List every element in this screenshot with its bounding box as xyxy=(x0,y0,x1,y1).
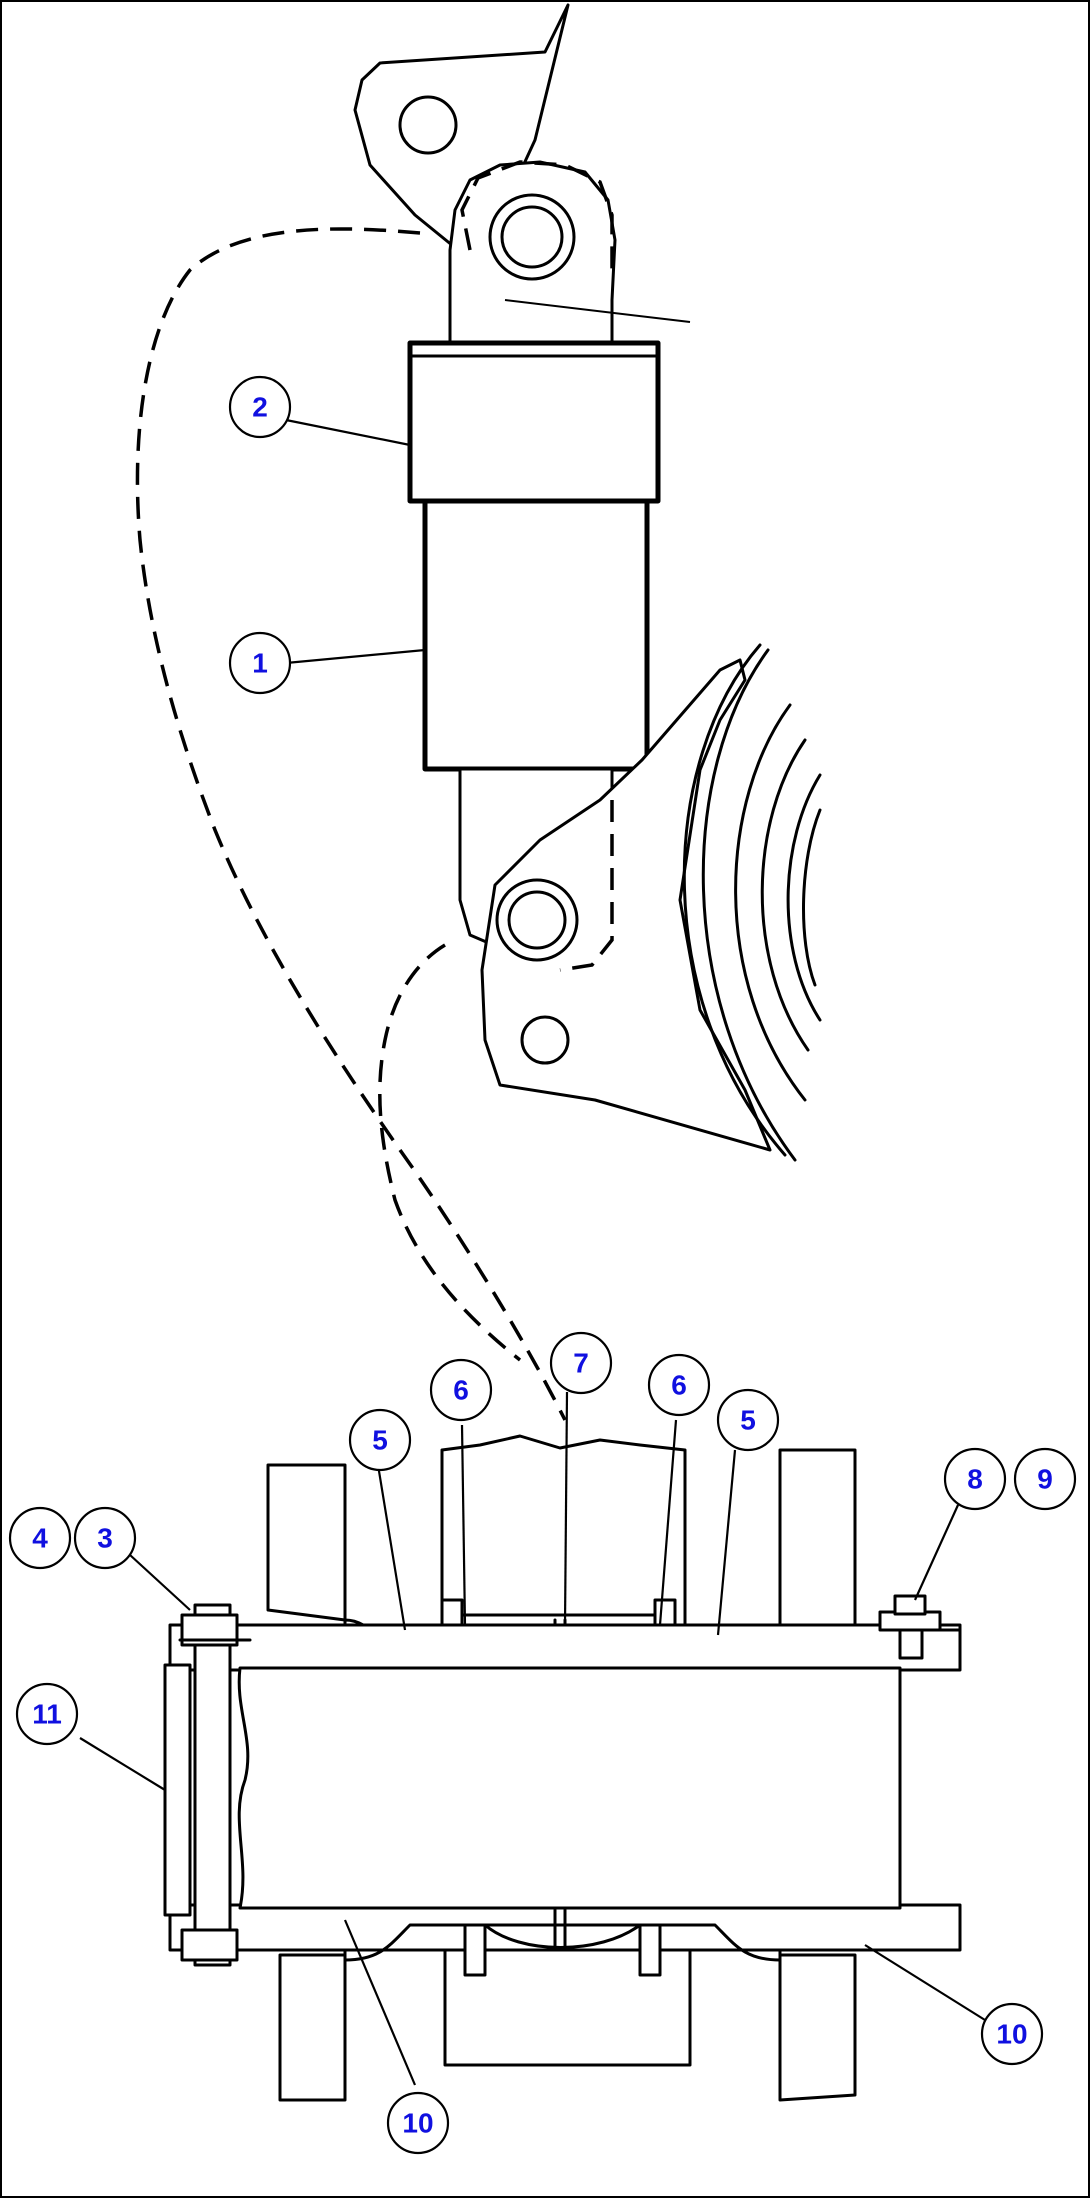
spacer-bottom xyxy=(483,1923,642,1949)
leader-10b xyxy=(864,1944,986,2021)
bracket-hole xyxy=(398,95,458,155)
callout-7-label: 7 xyxy=(573,1348,589,1379)
hub-left-bottom xyxy=(343,1923,472,1962)
callout-8-label: 8 xyxy=(967,1464,983,1495)
lower-pivot-section xyxy=(163,1434,962,2102)
leader-6b xyxy=(658,1419,678,1626)
seal-left-bottom-front xyxy=(463,1923,487,1977)
callout-8: 8 xyxy=(943,1447,1007,1511)
hub-right-bottom xyxy=(653,1923,782,1962)
leader-5b xyxy=(716,1449,737,1636)
lower-pin-outer xyxy=(495,878,579,962)
callout-3-label: 3 xyxy=(97,1523,113,1554)
callout-5b-label: 5 xyxy=(740,1405,756,1436)
blade-arc-3 xyxy=(734,703,807,1102)
callout-6a-label: 6 xyxy=(453,1375,469,1406)
callout-9: 9 xyxy=(1013,1447,1077,1511)
leader-8 xyxy=(913,1504,960,1601)
callout-9-label: 9 xyxy=(1037,1464,1053,1495)
callout-1: 1 xyxy=(228,631,292,695)
callout-10b-label: 10 xyxy=(996,2019,1027,2050)
callout-4: 4 xyxy=(8,1506,72,1570)
upper-edge-line xyxy=(504,299,691,323)
callout-5b: 5 xyxy=(716,1388,780,1452)
right-bolt-top xyxy=(893,1594,927,1616)
right-upright-bottom xyxy=(778,1953,857,2102)
callout-2-label: 2 xyxy=(252,392,268,423)
rod-eye-upper-outline xyxy=(460,160,614,270)
callout-6b-label: 6 xyxy=(671,1370,687,1401)
leader-lines xyxy=(79,418,986,2086)
leader-5a xyxy=(376,1464,407,1631)
right-bolt-shank xyxy=(898,1628,924,1660)
retainer-plate xyxy=(163,1663,192,1917)
dashed-hose-right xyxy=(378,943,522,1362)
callout-3: 3 xyxy=(73,1506,137,1570)
callout-6b: 6 xyxy=(647,1353,711,1417)
callout-10a-label: 10 xyxy=(402,2108,433,2139)
callout-11-label: 11 xyxy=(32,1699,62,1730)
cylinder-barrel xyxy=(422,498,650,772)
callout-5a: 5 xyxy=(348,1408,412,1472)
leader-2 xyxy=(285,418,411,447)
cylinder-head-cap xyxy=(407,340,661,504)
upper-cylinder-assembly xyxy=(135,3,822,1421)
callout-10a: 10 xyxy=(386,2091,450,2155)
callouts: 2 1 7 6 6 5 5 8 xyxy=(8,375,1077,2155)
right-upright-top xyxy=(778,1448,857,1627)
upper-pin-inner xyxy=(500,205,564,269)
lower-pin-inner xyxy=(507,890,567,950)
bolt-head-bottom xyxy=(180,1928,239,1962)
leader-7 xyxy=(563,1391,569,1626)
left-upright-top xyxy=(266,1463,347,1622)
dashed-hose-left xyxy=(135,227,567,1421)
rod-eye-upper xyxy=(448,160,617,344)
leader-1 xyxy=(285,648,426,665)
leader-11 xyxy=(79,1737,166,1791)
callout-7: 7 xyxy=(549,1331,613,1395)
main-pin xyxy=(237,1666,902,1910)
seal-right-bottom-front xyxy=(638,1923,662,1977)
lower-bracket-dashed xyxy=(559,800,614,972)
callout-1-label: 1 xyxy=(252,648,268,679)
left-upright-bottom xyxy=(278,1953,347,2102)
leader-6a xyxy=(460,1424,467,1626)
callout-6a: 6 xyxy=(429,1358,493,1422)
blade-arc-4 xyxy=(760,738,810,1052)
callout-4-label: 4 xyxy=(32,1523,48,1554)
center-block-top xyxy=(440,1434,687,1642)
blade-arc-6 xyxy=(802,808,822,987)
callout-2: 2 xyxy=(228,375,292,439)
blade-arc-2 xyxy=(701,648,797,1162)
callout-5a-label: 5 xyxy=(372,1425,388,1456)
leader-10a xyxy=(343,1919,417,2086)
callout-10b: 10 xyxy=(980,2002,1044,2066)
blade-arc-1 xyxy=(682,643,787,1157)
housing-band-top xyxy=(168,1623,962,1672)
blade-arc-5 xyxy=(786,773,822,1022)
retainer-bolt xyxy=(193,1603,232,1967)
lower-bracket-hole xyxy=(520,1015,570,1065)
callout-11: 11 xyxy=(15,1682,79,1746)
leader-3 xyxy=(129,1554,191,1611)
upper-pin-outer xyxy=(488,193,576,281)
